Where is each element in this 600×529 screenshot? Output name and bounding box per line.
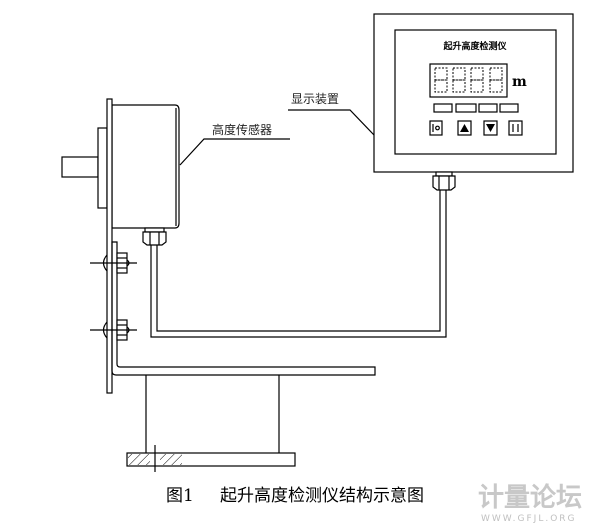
reset-button[interactable] xyxy=(429,120,443,136)
sensor-flange xyxy=(97,127,108,209)
watermark-url: WWW.GFJL.ORG xyxy=(481,514,577,524)
indicator-2 xyxy=(455,103,477,113)
up-button[interactable] xyxy=(457,120,472,136)
bolt-lower xyxy=(90,319,137,341)
indicator-3 xyxy=(478,103,498,113)
display-leader-line xyxy=(288,109,375,136)
display-label: 显示装置 xyxy=(291,92,339,106)
display-unit: 起升高度检测仪 m xyxy=(373,13,574,191)
indicator-4 xyxy=(499,103,519,113)
figure-caption: 起升高度检测仪结构示意图 xyxy=(220,486,424,506)
watermark-logo: 计量论坛 xyxy=(478,483,582,513)
figure-number: 图1 xyxy=(166,486,194,506)
height-sensor xyxy=(61,104,180,246)
bolt-upper xyxy=(90,252,137,274)
seven-segment-digits xyxy=(434,67,503,93)
base-plate xyxy=(126,452,296,467)
sensor-cable-gland xyxy=(142,231,167,246)
display-cable-gland xyxy=(432,175,456,191)
sensor-label: 高度传感器 xyxy=(212,122,272,137)
sensor-body xyxy=(111,104,180,229)
mounting-plate xyxy=(106,98,113,394)
pause-button[interactable] xyxy=(508,120,523,136)
sensor-leader-line xyxy=(179,138,290,166)
down-button[interactable] xyxy=(483,120,498,136)
l-bracket xyxy=(111,241,376,376)
down-arrow-icon xyxy=(486,124,495,132)
panel-title: 起升高度检测仪 xyxy=(442,40,507,52)
sensor-shaft xyxy=(61,156,99,178)
indicator-1 xyxy=(433,103,453,113)
unit-label: m xyxy=(512,74,527,90)
pause-icon xyxy=(512,124,519,132)
signal-cable xyxy=(150,190,447,338)
up-arrow-icon xyxy=(460,124,469,132)
